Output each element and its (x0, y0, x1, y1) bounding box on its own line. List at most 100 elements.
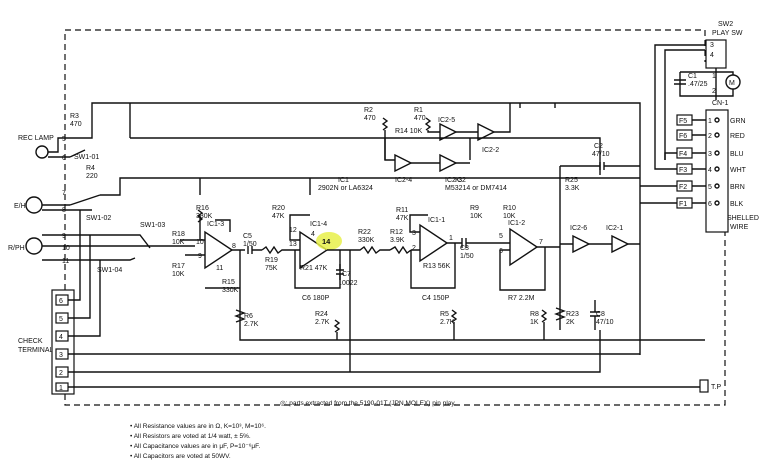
ic1-part: 2902N or LA6324 (318, 185, 373, 192)
pin-8: 8 (232, 243, 236, 250)
sw2-wiring (654, 44, 717, 160)
note-2: • All Resistors are voted at 1/4 watt, ±… (130, 433, 251, 440)
ic1-3-opamp (204, 230, 234, 270)
r8-resistor (540, 309, 548, 323)
cn1-color-brn: BRN (730, 184, 745, 191)
check-terminal-line1: CHECK (18, 338, 43, 345)
r22-resistor (350, 245, 390, 255)
cn1-tag-f4-text: F4 (679, 151, 687, 158)
c2-name: C2 (594, 143, 603, 150)
ic1-1-pin-2: 2 (412, 245, 416, 252)
c1-symbol (674, 79, 686, 85)
left-switch-wiring (69, 102, 195, 261)
sw2-pin-1: 1 (712, 73, 716, 80)
ic2-4-gate (394, 153, 413, 173)
ic1-2-pin-5: 5 (499, 233, 503, 240)
r5-value: 2.7K (440, 319, 455, 326)
motor-wiring (679, 71, 734, 97)
sw2-pin-2: 2 (712, 88, 716, 95)
ic1-3-label: IC1-3 (207, 221, 224, 228)
c7-symbol (336, 264, 344, 280)
enclosure-outline (64, 29, 726, 406)
ground-rail-wire (239, 322, 705, 341)
r23-value: 2K (566, 319, 575, 326)
r16-resistor (196, 209, 204, 232)
ic1-4-label: IC1-4 (310, 221, 327, 228)
cn1-pin-num-3: 3 (708, 151, 712, 158)
sw1-01-label: SW1-01 (74, 154, 99, 161)
r12-value: 3.9K (390, 237, 405, 244)
cn1-pin-dot (714, 150, 720, 156)
r4-name: R4 (86, 165, 95, 172)
cn1-pin-num-1: 1 (708, 118, 712, 125)
ic1-1-pin-3: 3 (412, 230, 416, 237)
cn1-pin-row: F5 1 GRN F6 2 RED F4 3 BLU F3 4 WHT F2 5… (676, 114, 747, 209)
r14-label: R14 10K (395, 128, 423, 135)
pin-9: 9 (198, 253, 202, 260)
tp-terminal (699, 379, 709, 393)
ic1-1-wiring (409, 214, 462, 289)
sw2-name: SW2 (718, 21, 733, 28)
r8-name: R8 (530, 311, 539, 318)
r19-value: 75K (265, 265, 278, 272)
note-4: • All Capacitors are voted at 50WV. (130, 453, 231, 460)
c8-symbol (590, 300, 600, 330)
left-input-wires (42, 137, 70, 261)
check-terminal-pin-3: 3 (59, 352, 63, 359)
c6-label: C6 180P (302, 295, 330, 302)
r3-name: R3 (70, 113, 79, 120)
pin-10: 10 (196, 239, 204, 246)
c5-value: 1/50 (243, 241, 257, 248)
footnote-pins: ◎: parts extracted from the 5190-01T (JP… (280, 400, 456, 407)
check-terminal-pin-5: 5 (59, 316, 63, 323)
r22-value: 330K (358, 237, 375, 244)
r15-value: 330K (222, 287, 239, 294)
r23-resistor (554, 300, 566, 330)
r19-resistor (261, 245, 295, 255)
c3-symbol (461, 238, 480, 248)
cn1-name: CN-1 (712, 100, 728, 107)
ic2-part: M53214 or DM7414 (445, 185, 507, 192)
pin-14-highlight (316, 232, 342, 250)
c2-symbol (599, 162, 640, 170)
r24-resistor (333, 319, 341, 333)
ic2-3-gate (439, 153, 458, 173)
r23-name: R23 (566, 311, 579, 318)
cn1-shield-line2: WIRE (730, 224, 749, 231)
cn1-pin-num-6: 6 (708, 201, 712, 208)
ic2-3-label: IC2-3 (445, 177, 462, 184)
r11-value: 47K (396, 215, 409, 222)
r2-name: R2 (364, 107, 373, 114)
check-terminal-line2: TERMINAL (18, 347, 54, 354)
r6-name: R6 (244, 313, 253, 320)
cn1-pin-dot (714, 200, 720, 206)
check-terminal-pin-6: 6 (59, 298, 63, 305)
cn1-tag-f3-text: F3 (679, 167, 687, 174)
cn1-pin-dot (714, 132, 720, 138)
cn1-shield-line1: SHELLED (727, 215, 759, 222)
top-rail-wire (110, 102, 641, 355)
rec-lamp-label: REC LAMP (18, 135, 54, 142)
r6-value: 2.7K (244, 321, 259, 328)
r19-name: R19 (265, 257, 278, 264)
sw1-03-label: SW1-03 (140, 222, 165, 229)
c7-value: .0022 (340, 280, 358, 287)
cn1-pin-num-4: 4 (708, 167, 712, 174)
left-pin-10: 10 (62, 245, 70, 252)
cn1-wiring (640, 119, 706, 204)
r7-label: R7 2.2M (508, 295, 535, 302)
r11-name: R11 (396, 207, 408, 214)
ic2-gate-wiring (384, 103, 511, 164)
r2-value: 470 (364, 115, 376, 122)
c5-name: C5 (243, 233, 252, 240)
tp-label: T.P (711, 384, 721, 391)
cn1-color-grn: GRN (730, 118, 746, 125)
rec-lamp-symbol (35, 145, 49, 159)
sw2-pin-4: 4 (710, 52, 714, 59)
eh-head-symbol (25, 196, 43, 214)
r12-name: R12 (390, 229, 403, 236)
note-3: • All Capacitance values are in μF, P=10… (130, 443, 260, 450)
c1-value: .47/25 (688, 81, 708, 88)
check-terminal-pins: 6 5 4 3 2 1 (55, 294, 69, 392)
r15-name: R15 (222, 279, 235, 286)
